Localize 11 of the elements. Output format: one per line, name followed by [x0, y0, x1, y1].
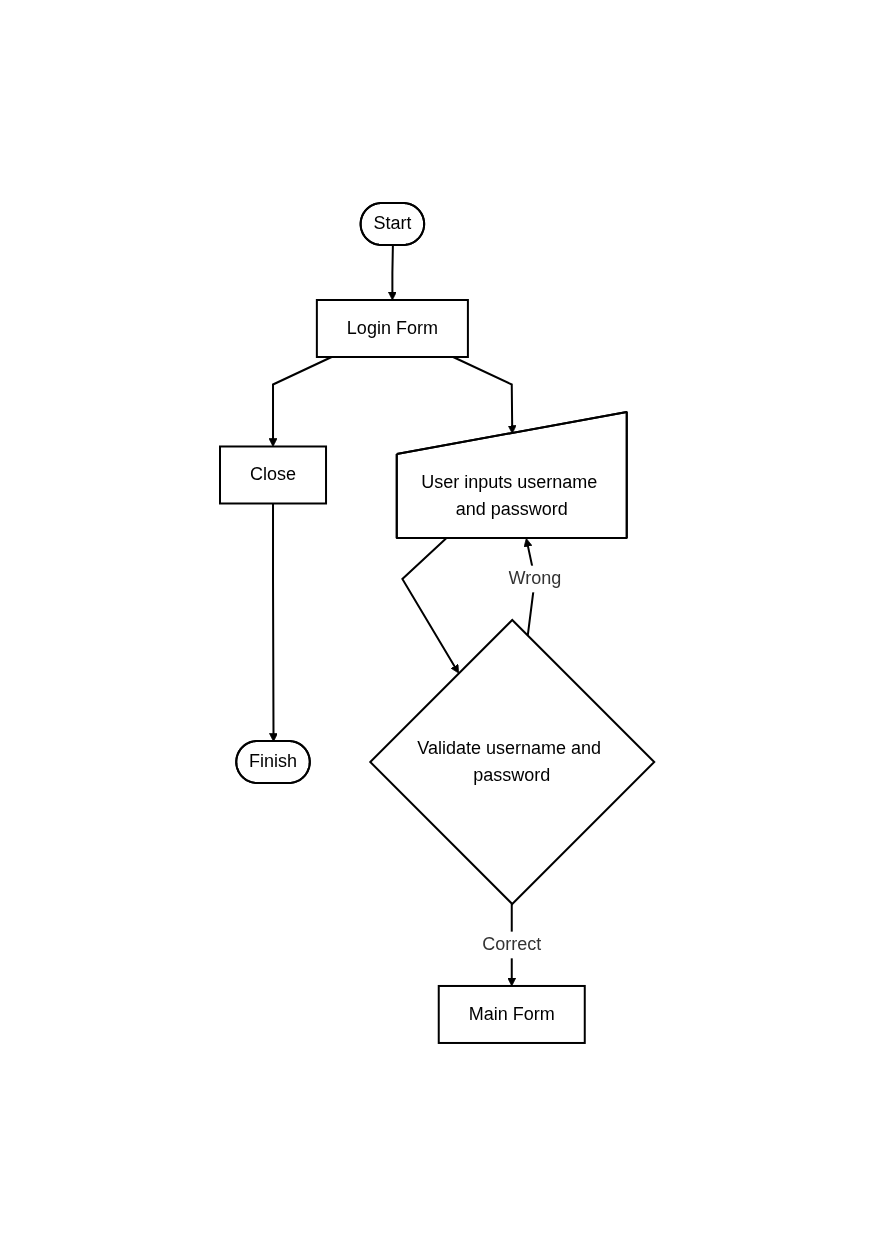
arrow — [268, 502, 278, 742]
edge-label: Correct — [482, 933, 542, 954]
node-box: Login Form — [315, 298, 469, 358]
arrow — [268, 355, 333, 447]
node-diamond: Validate username and password — [368, 618, 656, 905]
edge-label: Wrong — [508, 568, 562, 588]
node-box: Close — [218, 445, 327, 504]
node-box: Main Form — [437, 984, 586, 1044]
arrow — [452, 355, 517, 434]
arrow — [387, 244, 397, 300]
arrow — [401, 537, 459, 673]
